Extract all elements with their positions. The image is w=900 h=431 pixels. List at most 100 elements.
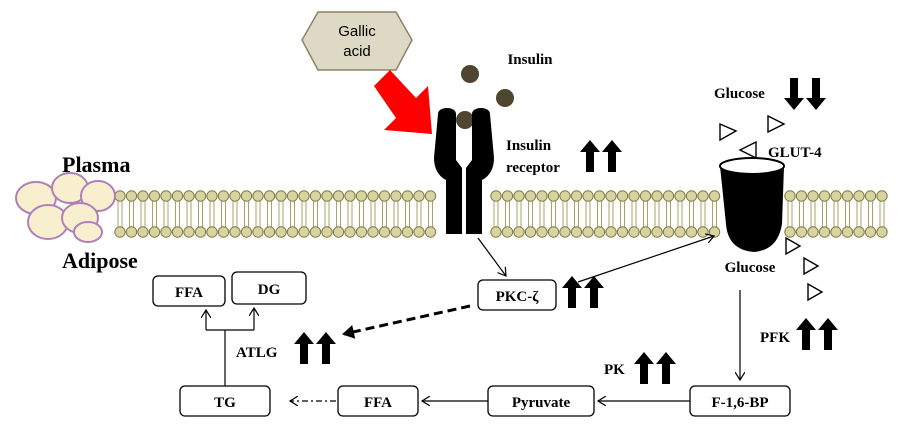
lipid-head-bottom (818, 226, 831, 238)
lipid-head-bottom (570, 226, 583, 238)
lipid-head-top (582, 190, 594, 202)
lipid-head-top (309, 190, 322, 202)
lipid-head-bottom (841, 226, 854, 238)
lipid-head-top (298, 190, 310, 202)
lipid-head-top (160, 190, 172, 202)
lipid-head-bottom (286, 226, 299, 238)
lipid-head-top (674, 190, 686, 202)
lipid-head-bottom (413, 226, 425, 238)
glut4-transporter-icon (719, 157, 785, 252)
lipid-tail (539, 201, 545, 227)
lipid-tail (493, 201, 499, 227)
glut4-label: GLUT-4 (768, 145, 822, 161)
insulin-receptor-icon (434, 108, 494, 234)
glucose-down-arrows-icon (784, 78, 826, 110)
lipid-tail (244, 201, 249, 227)
lipid-tail (163, 201, 169, 227)
lipid-head-top (708, 190, 721, 202)
insulin-molecule-icon (456, 65, 514, 129)
lipid-tail (631, 201, 637, 227)
lipid-tail (336, 201, 341, 227)
dg-box (231, 271, 307, 305)
insulin-receptor-label-line1: Insulin (506, 138, 552, 154)
pkc-zeta-label: PKC-ζ (496, 289, 540, 305)
lipid-tail (516, 201, 522, 227)
lipid-head-top (570, 190, 583, 202)
lipid-head-bottom (332, 226, 345, 238)
lipid-head-top (332, 190, 345, 202)
lipid-tail (845, 201, 850, 227)
lipid-tail (290, 201, 295, 227)
lipid-head-bottom (378, 226, 391, 238)
glucose-bottom-label: Glucose (725, 260, 776, 276)
lipid-tail (787, 201, 793, 227)
lipid-tail (868, 201, 873, 227)
lipid-tail (267, 201, 272, 227)
lipid-head-top (513, 190, 525, 202)
lipid-head-top (137, 190, 149, 202)
lipid-head-bottom (830, 226, 842, 238)
lipid-tail (551, 201, 556, 227)
insulin-receptor-label-line2: receptor (506, 160, 560, 176)
lipid-head-bottom (547, 226, 560, 238)
ffa-top-label: FFA (175, 285, 203, 301)
lipid-head-bottom (807, 226, 819, 238)
pathway-arrows (206, 236, 740, 401)
lipid-head-bottom (401, 226, 414, 238)
atlg-label: ATLG (236, 345, 278, 361)
lipid-head-top (229, 190, 241, 202)
lipid-head-bottom (263, 226, 276, 238)
lipid-tail (370, 201, 376, 227)
lipid-tail (620, 201, 625, 227)
lipid-head-top (841, 190, 854, 202)
atlg-up-arrows-icon (294, 332, 336, 364)
lipid-head-bottom (708, 226, 721, 238)
lipid-head-top (217, 190, 230, 202)
lipid-head-top (536, 190, 548, 202)
lipid-head-top (830, 190, 842, 202)
lipid-head-top (114, 190, 126, 202)
lipid-head-bottom (424, 226, 437, 238)
lipid-head-bottom (876, 226, 888, 238)
pk-up-arrows-icon (634, 352, 676, 384)
lipid-head-bottom (697, 226, 709, 238)
lipid-tail (278, 201, 284, 227)
lipid-head-bottom (513, 226, 525, 238)
lipid-tail (643, 201, 648, 227)
lipid-head-top (344, 190, 356, 202)
lipid-tail (393, 201, 399, 227)
lipid-head-top (490, 190, 502, 202)
lipid-tail (856, 201, 862, 227)
lipid-head-top (795, 190, 808, 202)
lipid-head-bottom (490, 226, 502, 238)
lipid-head-top (605, 190, 617, 202)
lipid-head-bottom (536, 226, 548, 238)
lipid-head-top (853, 190, 865, 202)
lipid-tail (562, 201, 568, 227)
pk-label: PK (604, 362, 625, 378)
lipid-head-top (401, 190, 414, 202)
lipid-head-bottom (784, 226, 796, 238)
lipid-tail (822, 201, 827, 227)
lipid-head-top (355, 190, 368, 202)
lipid-head-bottom (160, 226, 172, 238)
adipose-label: Adipose (62, 248, 138, 273)
lipid-head-bottom (616, 226, 629, 238)
lipid-head-bottom (853, 226, 865, 238)
lipid-tail (879, 201, 885, 227)
lipid-head-top (818, 190, 831, 202)
lipid-head-top (697, 190, 709, 202)
lipid-head-top (206, 190, 218, 202)
lipid-head-bottom (206, 226, 218, 238)
lipid-tail (152, 201, 157, 227)
lipid-tail (255, 201, 261, 227)
lipid-head-top (286, 190, 299, 202)
lipid-head-bottom (685, 226, 698, 238)
lipid-head-bottom (298, 226, 310, 238)
lipid-head-bottom (171, 226, 184, 238)
lipid-head-top (424, 190, 437, 202)
lipid-tail (347, 201, 353, 227)
pkc-to-glut4-arrow (577, 236, 714, 283)
lipid-head-top (390, 190, 402, 202)
lipid-head-top (628, 190, 640, 202)
